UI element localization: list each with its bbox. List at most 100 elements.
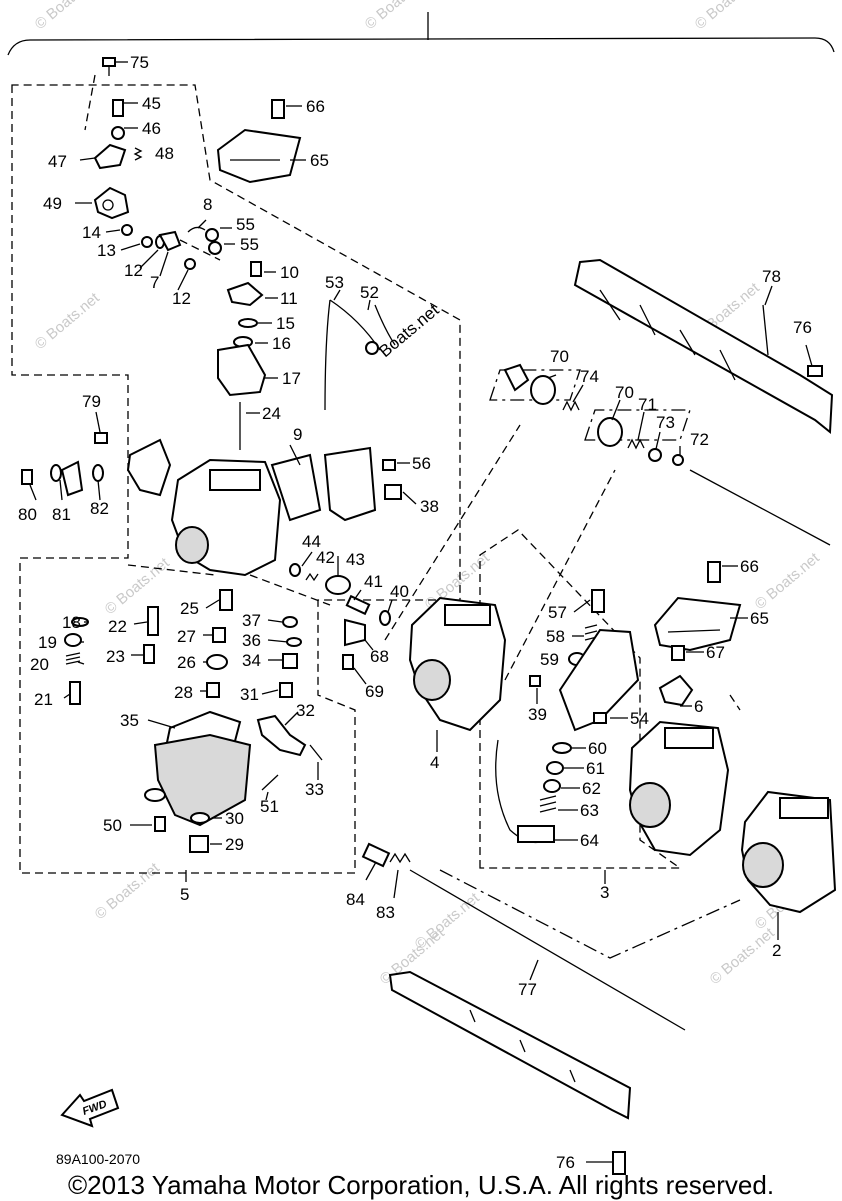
cover-9b [323,446,377,522]
nut-61 [546,761,564,775]
joint-70 [503,363,530,392]
clip-8 [187,226,206,233]
callout: 17 [282,369,301,388]
nut-62 [543,779,561,793]
callout: 79 [82,392,101,411]
callout: 44 [302,532,321,551]
callout: 25 [180,599,199,618]
callout: 11 [280,289,298,308]
pin-41 [345,594,371,616]
callout: 12 [124,261,143,280]
spring-20 [65,652,81,665]
callout: 72 [690,430,709,449]
callout: 5 [180,885,189,904]
callout: 74 [580,367,599,386]
callout: 76 [793,318,812,337]
callout: 35 [120,711,139,730]
jet-22 [147,606,159,636]
callout: 32 [296,701,315,720]
spring-74 [562,400,580,412]
callout: 59 [540,650,559,669]
washer-55a [205,228,219,242]
bracket-plate-78 [573,258,834,434]
pin-33 [309,744,323,761]
callout: 15 [276,314,295,333]
watermark: © Boats.net [692,0,764,33]
diagram-code: 89A100-2070 [56,1151,141,1167]
screw-66 [271,99,285,119]
watermark-large: Boats.net [375,300,442,361]
shaft-77 [409,869,686,1031]
callout: 29 [225,835,244,854]
watermark: © Boats.net [707,924,779,988]
tube-23 [143,644,155,664]
fwd-arrow-icon: FWD [60,1088,120,1128]
callout: 34 [242,651,261,670]
washer-15 [238,318,258,328]
watermark: © Boats.net [362,0,434,33]
callout: 2 [772,941,781,960]
carburetor-parts [21,57,837,1175]
screw-31 [279,682,293,698]
screw-78 [762,304,769,356]
copyright-notice: ©2013 Yamaha Motor Corporation, U.S.A. A… [67,1170,775,1200]
washer-13 [141,236,153,248]
callout: 76 [556,1153,575,1172]
cover-65b [653,596,742,652]
spring-48 [133,147,143,161]
callout: 56 [412,454,431,473]
hose-52 [365,304,396,355]
carburetor-body-5 [170,458,282,577]
callout: 36 [242,631,261,650]
screw-39 [529,675,541,687]
callout: 47 [48,152,67,171]
callout: 33 [305,780,324,799]
shaft [689,469,831,546]
callout: 51 [260,797,279,816]
callout: 21 [34,690,53,709]
screw-51 [261,774,279,791]
hose-53 [324,299,381,411]
jet-27 [212,627,226,643]
screw-54 [593,712,607,724]
spring-42 [305,572,319,582]
callout: 55 [236,215,255,234]
callout: 75 [130,53,149,72]
callout: 78 [762,267,781,286]
oring-44 [289,563,301,577]
callout: 18 [62,613,81,632]
fitting-38 [384,484,402,500]
callout: 7 [150,273,159,292]
callout: 38 [420,497,439,516]
callout: 53 [325,273,344,292]
callout: 22 [108,617,127,636]
screw-75 [102,57,116,76]
plate-lower [388,970,632,1120]
callout: 83 [376,903,395,922]
callout: 42 [316,548,335,567]
callout: 64 [580,831,599,850]
callout: 68 [370,647,389,666]
bracket-47 [93,143,127,170]
callout: 37 [242,611,261,630]
callout: 63 [580,801,599,820]
watermark: © Boats.net [32,289,104,353]
bracket-39 [558,628,640,732]
ring-73 [648,448,662,462]
callout: 3 [600,883,609,902]
bracket [126,438,172,497]
washer-40 [379,610,391,626]
cap-26 [206,654,228,670]
callout: 23 [106,647,125,666]
washer-55b [208,241,222,255]
callout: 77 [518,980,537,999]
cover-65 [216,128,302,184]
callouts: 75 45 46 47 48 49 14 13 12 7 12 8 55 55 … [18,53,812,1172]
leader-lines [29,61,813,1163]
callout: 55 [240,235,259,254]
screw-56 [382,459,396,471]
callout: 73 [656,413,675,432]
callout: 8 [203,195,212,214]
callout: 45 [142,94,161,113]
